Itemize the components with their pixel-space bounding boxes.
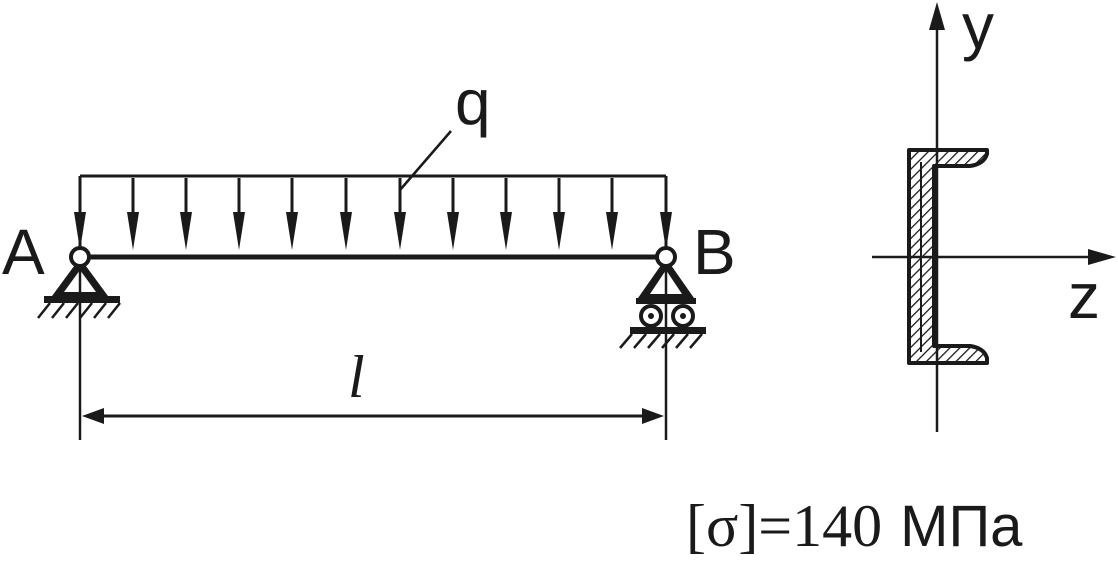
- load-arrow-head: [127, 212, 139, 250]
- axis-z-arrow: [1088, 249, 1116, 265]
- load-arrow-head: [394, 212, 406, 250]
- distributed-load: [74, 130, 672, 255]
- label-axis-y: y: [962, 0, 994, 62]
- label-support-b: B: [693, 216, 736, 288]
- load-arrow-head: [74, 212, 86, 250]
- load-arrow-head: [660, 212, 672, 250]
- span-dimension: [78, 265, 668, 440]
- load-arrow-head: [233, 212, 245, 250]
- load-arrow-head: [447, 212, 459, 250]
- cross-section-channel: [872, 2, 1116, 432]
- load-arrow-head: [606, 212, 618, 250]
- label-support-a: A: [2, 216, 45, 288]
- allowable-stress-formula: [σ]=140 МПа: [686, 493, 1023, 559]
- load-arrow-head: [286, 212, 298, 250]
- load-arrow-head: [553, 212, 565, 250]
- formula-unit: МПа: [900, 494, 1023, 559]
- load-arrow-head: [340, 212, 352, 250]
- load-arrows: [74, 178, 672, 250]
- axis-y-arrow: [929, 2, 945, 30]
- formula-value: [σ]=140: [686, 493, 882, 559]
- label-load-q: q: [455, 66, 491, 138]
- load-leader-line: [399, 130, 452, 191]
- load-arrow-head: [180, 212, 192, 250]
- load-arrow-head: [500, 212, 512, 250]
- label-axis-z: z: [1068, 260, 1100, 332]
- channel-profile: [907, 148, 989, 365]
- label-span-l: l: [348, 344, 365, 410]
